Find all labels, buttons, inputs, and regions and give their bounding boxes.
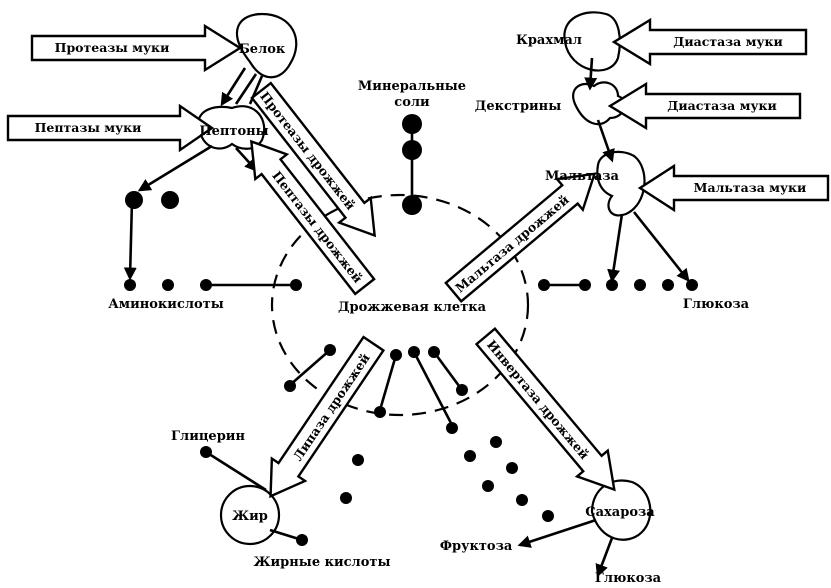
label-amino-acids: Аминокислоты (108, 297, 224, 312)
label-dextrins: Декстрины (475, 99, 561, 114)
arrow-yeast-invertase: Инвертаза дрожжей (474, 326, 616, 492)
arrow-yeast-maltase-label: Мальтаза дрожжей (452, 192, 571, 296)
arrow-flour-diastase-1-label: Диастаза муки (673, 34, 783, 49)
fat-molecule (219, 484, 281, 546)
arrow-flour-diastase-1: Диастаза муки (611, 17, 808, 67)
arrow-flour-proteases: Протеазы муки (30, 23, 243, 73)
reaction-lines (123, 57, 690, 578)
arrow-flour-maltase-label: Мальтаза муки (694, 180, 807, 195)
label-yeast-cell: Дрожжевая клетка (338, 300, 487, 315)
label-glucose-bottom: Глюкоза (595, 571, 662, 586)
arrow-yeast-lipase-label: Липаза дрожжей (290, 351, 373, 464)
label-protein: Белок (239, 42, 286, 57)
yeast-cell-outline (270, 193, 530, 417)
arrow-flour-diastase-2-label: Диастаза муки (667, 98, 777, 113)
label-sucrose: Сахароза (585, 505, 655, 520)
label-peptones: Пептоны (199, 124, 268, 139)
label-fat: Жир (232, 509, 268, 524)
arrow-flour-peptases: Пептазы муки (6, 103, 215, 153)
arrow-flour-proteases-label: Протеазы муки (55, 40, 170, 55)
label-minerals-line1: Минеральные (358, 79, 466, 94)
label-glucose-right: Глюкоза (683, 297, 750, 312)
arrow-flour-peptases-label: Пептазы муки (35, 120, 142, 135)
label-minerals-line2: соли (394, 95, 430, 110)
label-starch: Крахмал (516, 33, 582, 48)
label-fructose: Фруктоза (440, 539, 513, 554)
arrow-flour-maltase: Мальтаза муки (637, 163, 830, 213)
label-fatty-acids: Жирные кислоты (253, 555, 390, 570)
arrow-yeast-lipase: Липаза дрожжей (269, 335, 386, 499)
label-glycerin: Глицерин (171, 429, 245, 444)
arrow-flour-diastase-2: Диастаза муки (607, 81, 802, 131)
molecule-dots (124, 114, 698, 546)
label-maltose: Мальтаза (545, 169, 620, 184)
starch-molecule (563, 11, 621, 72)
protein-molecule (235, 12, 298, 79)
maltose-molecule (596, 150, 646, 217)
peptones-molecule (197, 105, 266, 150)
